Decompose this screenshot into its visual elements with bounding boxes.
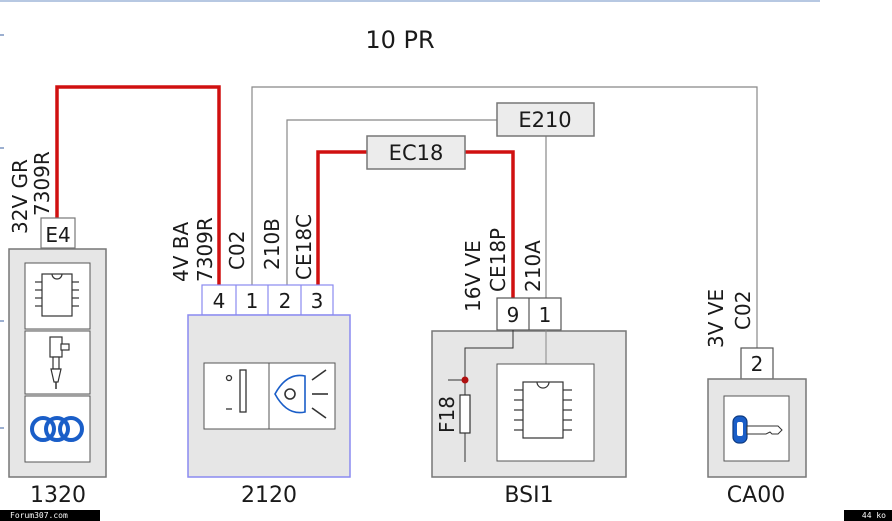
- connector-e210[interactable]: E210: [496, 102, 595, 137]
- pin-2120-1: 1: [246, 289, 259, 313]
- signal-wires: [55, 85, 515, 298]
- wire-210b: [286, 119, 497, 285]
- wire-label-c02-ca00: C02: [731, 291, 755, 330]
- connector-e4-label: E4: [45, 223, 70, 247]
- wire-7309r: [55, 85, 221, 285]
- connector-e210-label: E210: [518, 108, 571, 132]
- wire-label-32v-gr: 32V GR: [8, 159, 32, 234]
- component-1320-label: 1320: [30, 483, 86, 508]
- chip-icon: [514, 381, 572, 439]
- wire-label-16v-ve: 16V VE: [461, 240, 485, 312]
- pin-ca00-2: 2: [751, 352, 764, 376]
- wire-label-c02: C02: [225, 231, 249, 270]
- connector-ec18[interactable]: EC18: [366, 135, 466, 170]
- component-1320[interactable]: 32V GR 7309R E4: [8, 151, 107, 508]
- switch-icon: [225, 369, 247, 413]
- wire-label-210b: 210B: [260, 218, 284, 270]
- coil-icon: [30, 416, 84, 442]
- component-ca00[interactable]: 3V VE C02 2 CA00: [704, 289, 807, 508]
- component-ca00-label: CA00: [727, 483, 785, 508]
- wire-label-ce18p: CE18P: [486, 228, 510, 292]
- wire-label-3v-ve: 3V VE: [704, 289, 728, 348]
- component-2120-label: 2120: [241, 483, 297, 508]
- chip-icon: [35, 273, 79, 317]
- wire-label-7309r-left: 7309R: [30, 151, 54, 216]
- fuse-label-f18: F18: [435, 396, 459, 433]
- pin-2120-2: 2: [279, 289, 292, 313]
- headlamp-icon: [274, 369, 328, 419]
- wire-c02: [251, 86, 758, 348]
- margin-ticks: [0, 34, 4, 429]
- component-bsi1-label: BSI1: [504, 483, 553, 508]
- fuse-icon: [459, 394, 471, 434]
- pin-bsi1-9: 9: [507, 303, 520, 327]
- wire-ce18c: [316, 150, 367, 285]
- pin-bsi1-1: 1: [539, 303, 552, 327]
- component-2120[interactable]: 4V BA 7309R C02 210B CE18C 4 1 2 3: [169, 214, 351, 508]
- pin-2120-3: 3: [311, 289, 324, 313]
- wire-label-210a: 210A: [521, 240, 545, 292]
- wire-label-4v-ba: 4V BA: [169, 222, 193, 282]
- connector-e4: [40, 217, 76, 249]
- component-bsi1[interactable]: 16V VE CE18P 210A 9 1 F18 BSI1: [431, 228, 627, 508]
- wire-label-7309r: 7309R: [193, 217, 217, 282]
- injector-icon: [49, 336, 70, 389]
- footer-size-label: 44 ko: [844, 510, 892, 521]
- diagram-title: 10 PR: [365, 26, 434, 54]
- pin-2120-4: 4: [213, 289, 226, 313]
- bsi1-junction-dot: [461, 376, 469, 384]
- footer-site-label: Forum307.com: [0, 510, 100, 521]
- connector-ec18-label: EC18: [389, 141, 444, 165]
- wire-label-ce18c: CE18C: [292, 214, 316, 280]
- wire-ce18p: [465, 150, 515, 298]
- key-icon: [732, 415, 783, 444]
- plain-wires: [251, 86, 758, 348]
